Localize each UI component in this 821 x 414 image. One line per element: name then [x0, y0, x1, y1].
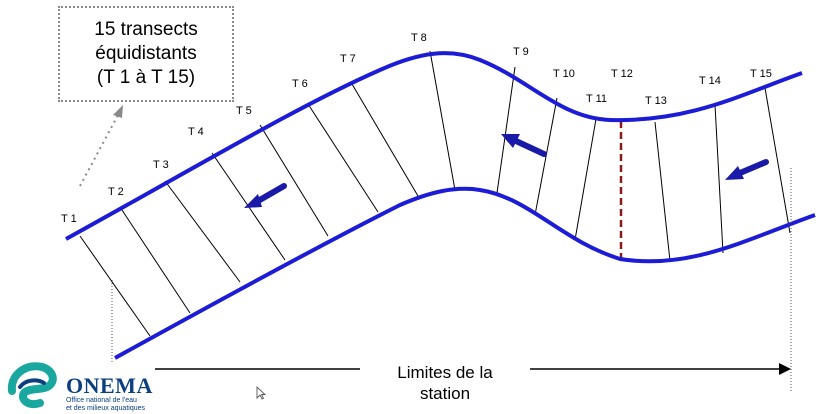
transect-label-1: T 1 — [61, 213, 77, 225]
callout-pointer-head — [113, 105, 123, 118]
transect-label-12: T 12 — [611, 68, 633, 80]
transect-label-3: T 3 — [153, 159, 169, 171]
transect-line-13 — [654, 121, 671, 262]
transect-label-5: T 5 — [236, 105, 252, 117]
transect-label-9: T 9 — [513, 46, 529, 58]
logo-name: ONEMA — [66, 373, 153, 398]
limits-label-line-1: Limites de la — [397, 363, 493, 382]
transect-label-4: T 4 — [188, 126, 204, 138]
flow-arrow-3 — [725, 159, 769, 180]
transect-line-8 — [429, 50, 456, 191]
transect-line-14 — [714, 104, 724, 254]
flow-arrow-1 — [244, 183, 287, 208]
station-limits-label: Limites de la station — [360, 362, 530, 404]
lower-riverbank — [114, 186, 816, 360]
transect-line-9 — [496, 66, 516, 194]
transect-label-2: T 2 — [108, 186, 124, 198]
transect-line-5 — [259, 124, 329, 237]
transect-line-15 — [764, 87, 791, 234]
transects-callout: 15 transects équidistants (T 1 à T 15) — [58, 6, 234, 102]
callout-line-2: équidistants — [95, 43, 197, 64]
callout-pointer — [79, 114, 119, 187]
transect-label-6: T 6 — [292, 78, 308, 90]
mouse-pointer-icon — [256, 386, 266, 400]
callout-line-1: 15 transects — [94, 19, 198, 40]
onema-logo: ONEMA Office national de l'eau et des mi… — [6, 357, 176, 413]
transect-line-1 — [79, 235, 151, 337]
transect-line-10 — [534, 97, 558, 216]
limits-span-arrowhead — [779, 363, 791, 375]
callout-line-3: (T 1 à T 15) — [96, 67, 196, 88]
transect-label-13: T 13 — [645, 95, 667, 107]
onema-logo-mark — [7, 362, 57, 408]
transect-label-7: T 7 — [340, 53, 356, 65]
transect-label-14: T 14 — [699, 75, 721, 87]
logo-subtitle: Office national de l'eau et des milieux … — [66, 397, 145, 413]
transect-label-10: T 10 — [553, 68, 575, 80]
upper-riverbank — [65, 51, 803, 241]
limits-label-line-2: station — [419, 384, 471, 403]
logo-subtitle-line-1: Office national de l'eau — [66, 397, 137, 404]
transect-label-8: T 8 — [411, 32, 427, 44]
flow-arrow-2 — [501, 134, 547, 157]
transect-label-15: T 15 — [750, 68, 772, 80]
transect-line-7 — [351, 83, 419, 197]
transect-label-11: T 11 — [586, 93, 607, 105]
transect-line-2 — [119, 206, 191, 314]
transect-line-6 — [307, 103, 379, 213]
transect-line-3 — [164, 180, 241, 283]
logo-subtitle-line-2: et des milieux aquatiques — [66, 405, 145, 412]
transect-line-11 — [574, 118, 597, 241]
transect-lines: T 1 T 2 T 3 T 4 T 5 T 6 T 7 T 8 T 9 T 10 T 11 T 12 T… — [61, 32, 791, 337]
